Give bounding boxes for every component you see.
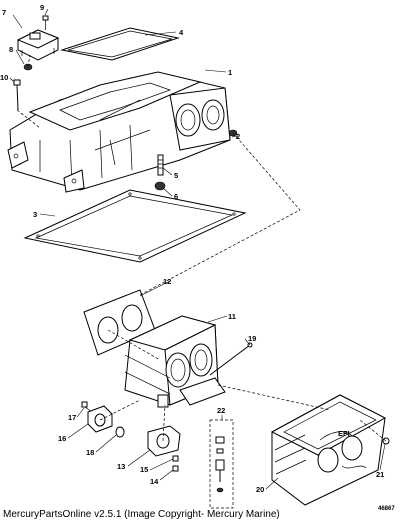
- callout-4: 4: [179, 28, 184, 37]
- part-20-cover: EFI: [270, 394, 387, 506]
- part-17-screw: [81, 401, 93, 413]
- part-1-plenum: [7, 71, 231, 193]
- part-15-screw: [172, 455, 179, 462]
- assembly-lines: [16, 54, 387, 442]
- part-4-gasket: [60, 27, 180, 61]
- callout-13: 13: [117, 462, 125, 471]
- callout-22: 22: [217, 406, 225, 415]
- part-7-sensor: [16, 29, 60, 61]
- callout-7: 7: [2, 8, 6, 17]
- callout-6: 6: [174, 192, 178, 201]
- document-id: 46867: [378, 506, 395, 512]
- callout-5: 5: [174, 171, 178, 180]
- callout-16: 16: [58, 434, 66, 443]
- part-18-oring: [115, 426, 125, 438]
- callout-15: 15: [140, 465, 148, 474]
- callout-3: 3: [33, 210, 37, 219]
- part-10-bolt: [13, 79, 21, 111]
- part-14-screw: [172, 465, 179, 472]
- callout-19: 19: [248, 334, 256, 343]
- part-9-screw: [42, 15, 49, 30]
- leader-lines: [9, 8, 386, 490]
- copyright-footer: MercuryPartsOnline v2.5.1 (Image Copyrig…: [3, 509, 280, 520]
- cover-marking: EFI: [338, 429, 350, 438]
- callout-9: 9: [40, 3, 44, 12]
- callout-11: 11: [228, 312, 236, 321]
- callout-8: 8: [9, 45, 13, 54]
- part-22-kit: [209, 419, 234, 509]
- callout-18: 18: [86, 448, 94, 457]
- callout-labels: 1 2 3 4 5 6 7 8 9 10 11 12 13 14 15 16 1…: [0, 3, 384, 494]
- callout-17: 17: [68, 413, 76, 422]
- callout-12: 12: [163, 277, 171, 286]
- part-12-gasket: [83, 289, 156, 356]
- part-3-gasket: [23, 189, 247, 263]
- part-5-stud: [157, 154, 164, 176]
- callout-10: 10: [0, 73, 8, 82]
- part-16-sensor: [87, 405, 113, 433]
- part-11-throttle-body: [124, 315, 226, 408]
- part-6-nut: [154, 181, 166, 191]
- callout-21: 21: [376, 470, 384, 479]
- callout-1: 1: [228, 68, 232, 77]
- callout-2: 2: [236, 132, 240, 141]
- callout-14: 14: [150, 477, 159, 486]
- callout-20: 20: [256, 485, 264, 494]
- part-13-iac-valve: [147, 425, 181, 457]
